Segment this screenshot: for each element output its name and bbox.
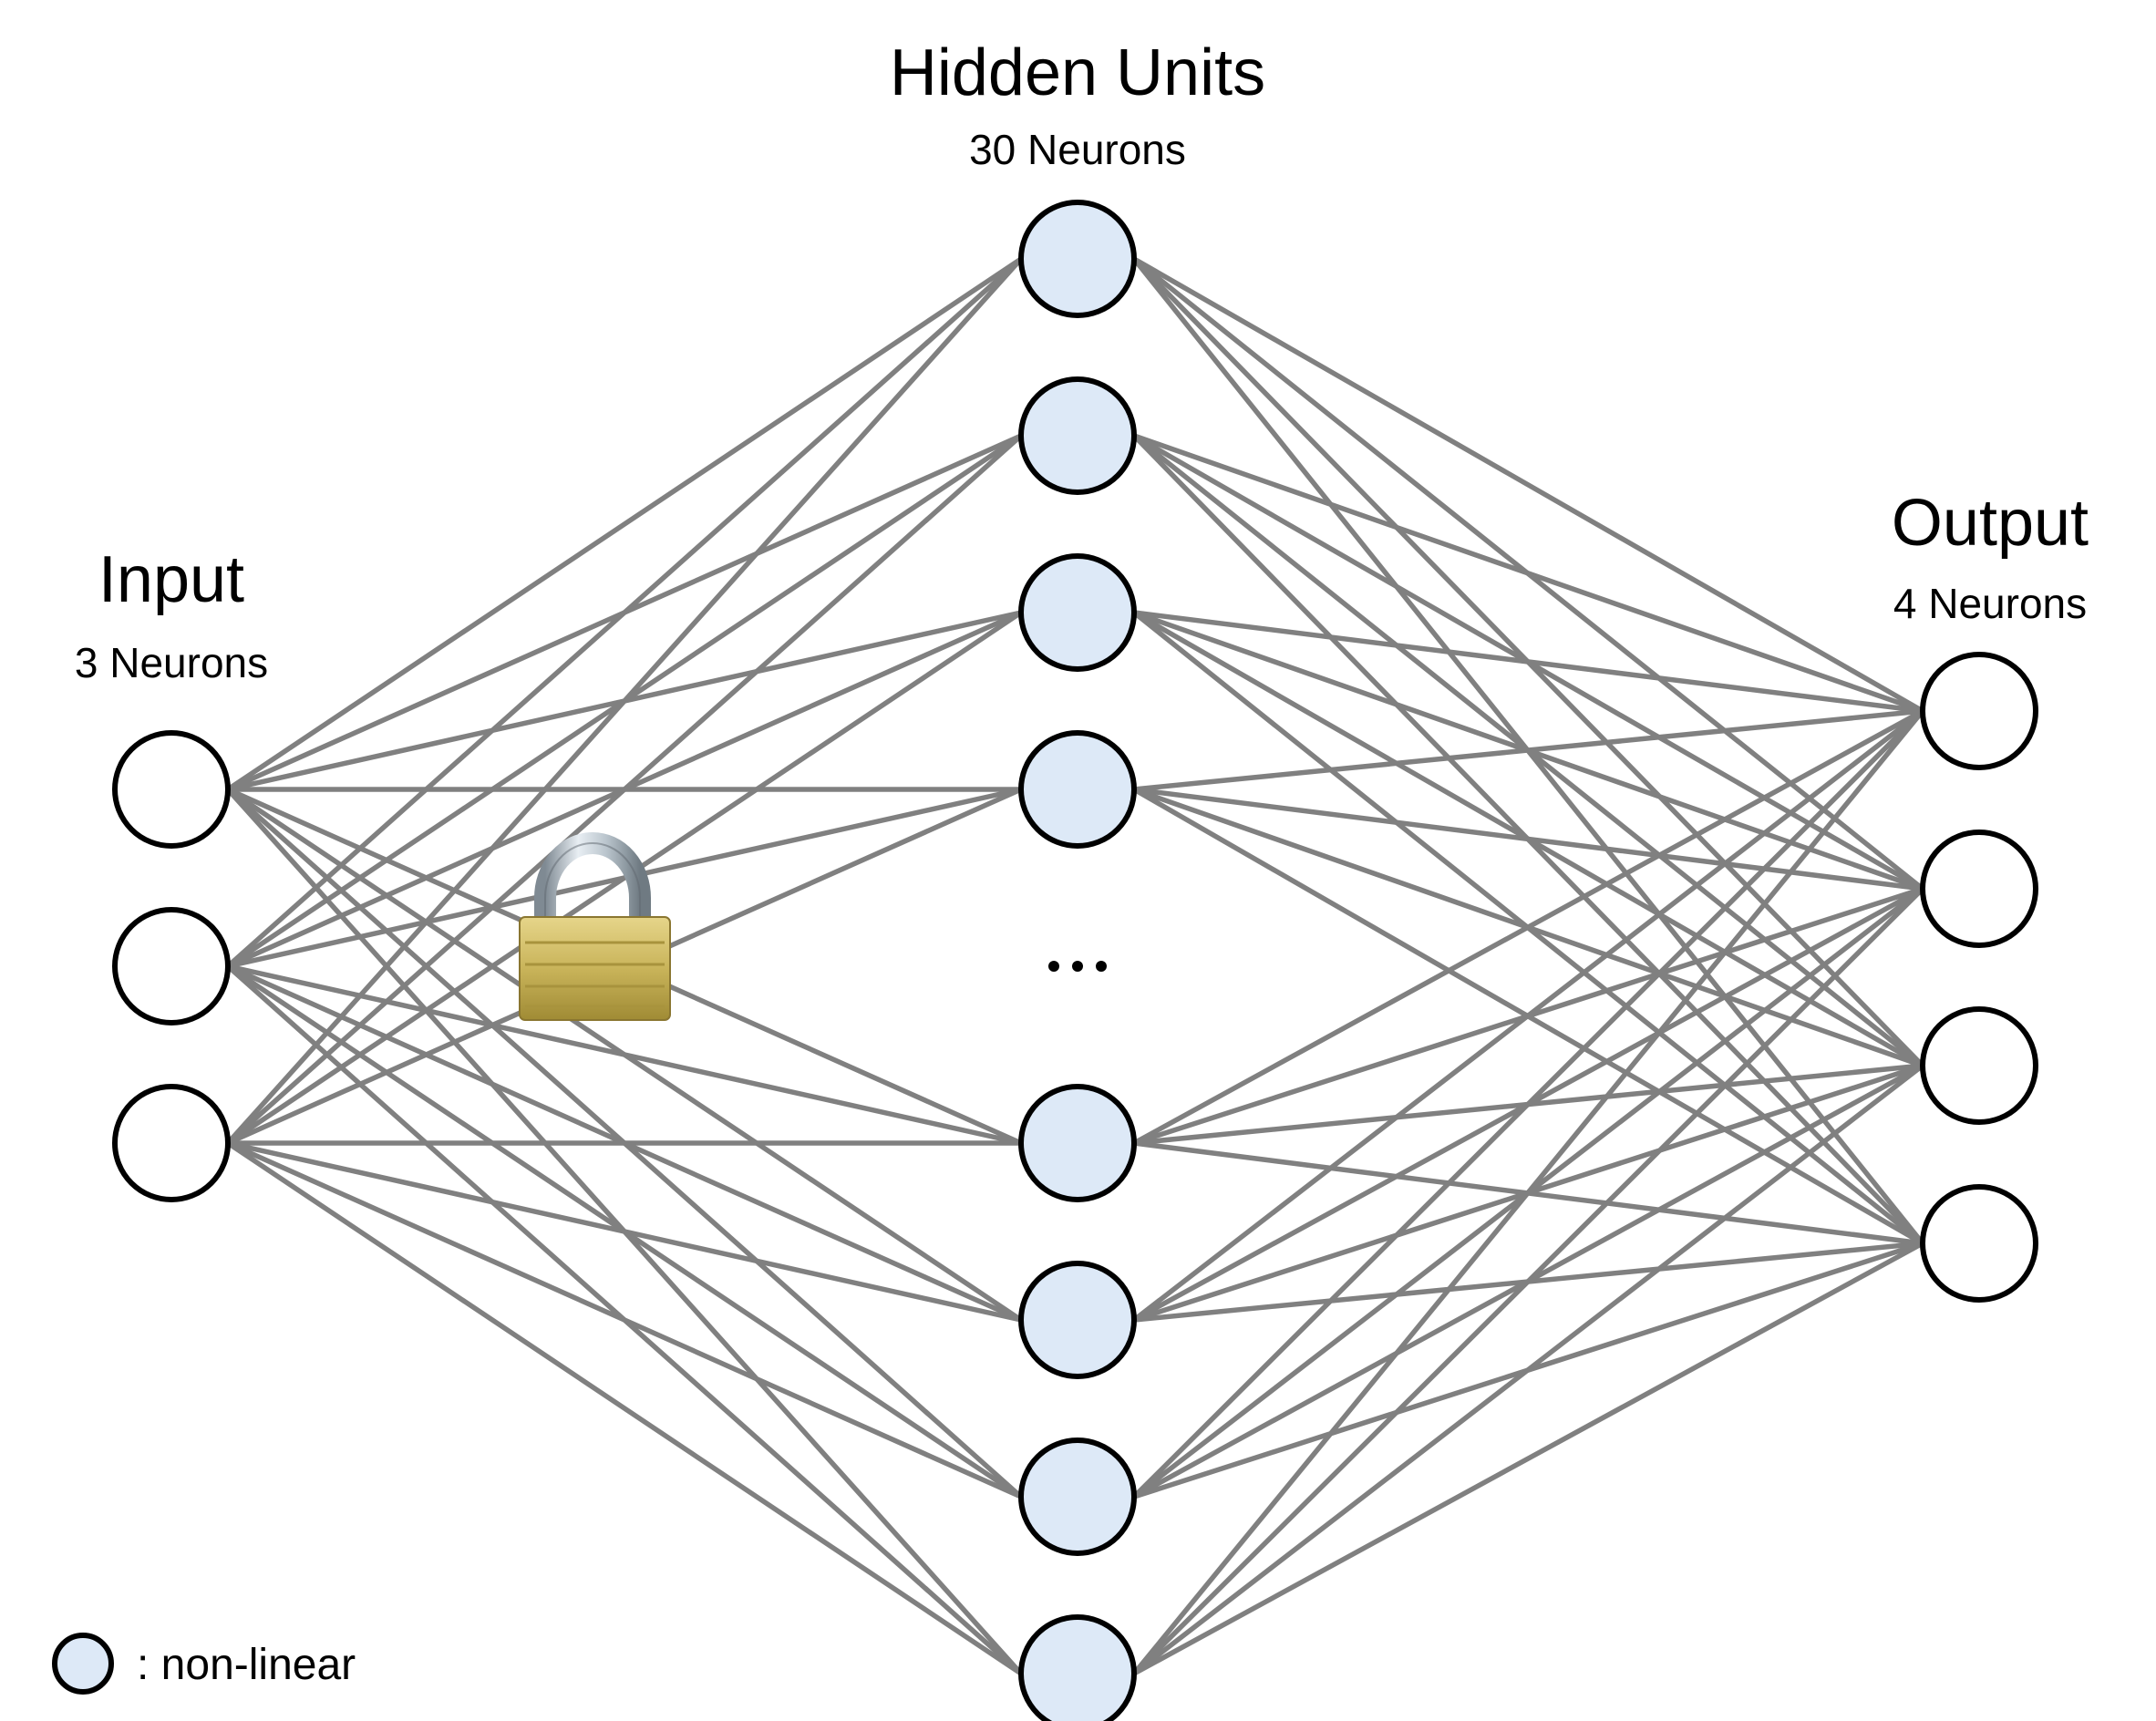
input-hidden-edge	[225, 1140, 1024, 1499]
input-hidden-edge	[225, 1140, 1024, 1323]
hidden-neuron	[1018, 1084, 1137, 1202]
hidden-neuron	[1018, 200, 1137, 318]
input-hidden-edge	[225, 256, 1024, 969]
hidden-output-edge	[1131, 708, 1925, 1499]
output-layer	[1920, 652, 2038, 1303]
hidden-output-edge	[1131, 886, 1925, 1676]
hidden-ellipsis	[1048, 961, 1107, 972]
padlock-icon	[519, 832, 671, 1021]
input-layer-subtitle: 3 Neurons	[75, 639, 268, 686]
input-hidden-edge	[225, 1140, 1024, 1676]
input-layer-title: Input	[98, 543, 244, 616]
hidden-neuron	[1018, 553, 1137, 672]
edges-hidden-to-output	[1131, 256, 1925, 1676]
hidden-output-edge	[1131, 1063, 1925, 1676]
hidden-output-edge	[1131, 1241, 1925, 1676]
hidden-output-edge	[1131, 433, 1925, 714]
input-neuron	[112, 730, 231, 849]
output-neuron	[1920, 830, 2038, 948]
output-neuron	[1920, 1184, 2038, 1303]
edges-input-to-hidden	[225, 256, 1024, 1676]
legend-label: : non-linear	[137, 1641, 356, 1689]
hidden-layer-subtitle: 30 Neurons	[969, 126, 1186, 173]
hidden-neuron	[1018, 730, 1137, 849]
input-neuron	[112, 907, 231, 1025]
legend: : non-linear	[52, 1633, 356, 1695]
input-hidden-edge	[225, 256, 1024, 1146]
output-neuron	[1920, 1006, 2038, 1125]
hidden-output-edge	[1131, 708, 1925, 1146]
input-neuron	[112, 1084, 231, 1202]
legend-nonlinear-swatch	[52, 1633, 114, 1695]
input-hidden-edge	[225, 610, 1024, 1146]
hidden-output-edge	[1131, 708, 1925, 1676]
input-hidden-edge	[225, 256, 1024, 792]
hidden-layer-title: Hidden Units	[890, 36, 1265, 109]
input-hidden-edge	[225, 433, 1024, 1146]
input-layer	[112, 730, 231, 1202]
hidden-neuron	[1018, 1261, 1137, 1379]
hidden-output-edge	[1131, 708, 1925, 1323]
hidden-output-edge	[1131, 610, 1925, 714]
hidden-output-edge	[1131, 708, 1925, 792]
output-layer-title: Output	[1892, 487, 2089, 560]
hidden-neuron	[1018, 1438, 1137, 1556]
output-layer-subtitle: 4 Neurons	[1893, 580, 2087, 627]
hidden-neuron	[1018, 1614, 1137, 1721]
hidden-layer	[1018, 200, 1137, 1721]
output-neuron	[1920, 652, 2038, 770]
hidden-neuron	[1018, 376, 1137, 495]
hidden-output-edge	[1131, 256, 1925, 714]
